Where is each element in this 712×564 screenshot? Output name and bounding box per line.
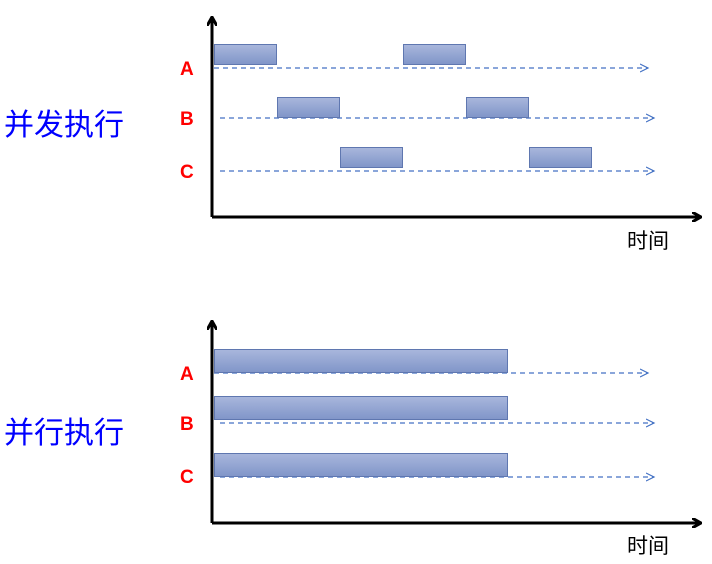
concurrent-title: 并发执行	[4, 108, 124, 143]
parallel-panel-axes	[212, 322, 700, 523]
concurrent-task-bar-a-2	[403, 44, 466, 65]
parallel-time-axis-label: 时间	[627, 534, 669, 558]
parallel-lane-label-a: A	[180, 364, 194, 385]
parallel-lane-label-b: B	[180, 414, 194, 435]
concurrent-task-bar-c-2	[529, 147, 592, 168]
parallel-task-bar-a-1	[214, 349, 508, 373]
concurrent-task-bar-a-1	[214, 44, 277, 65]
concurrent-panel-axes	[212, 18, 700, 217]
concurrent-task-bar-b-2	[466, 97, 529, 118]
concurrent-lane-label-b: B	[180, 109, 194, 130]
concurrent-time-axis-label: 时间	[627, 229, 669, 253]
parallel-lane-label-c: C	[180, 467, 194, 488]
parallel-title: 并行执行	[4, 416, 124, 451]
concurrent-task-bar-b-1	[277, 97, 340, 118]
concurrent-task-bar-c-1	[340, 147, 403, 168]
parallel-task-bar-b-1	[214, 396, 508, 420]
concurrent-lane-label-a: A	[180, 59, 194, 80]
concurrent-lane-label-c: C	[180, 162, 194, 183]
parallel-task-bar-c-1	[214, 453, 508, 477]
